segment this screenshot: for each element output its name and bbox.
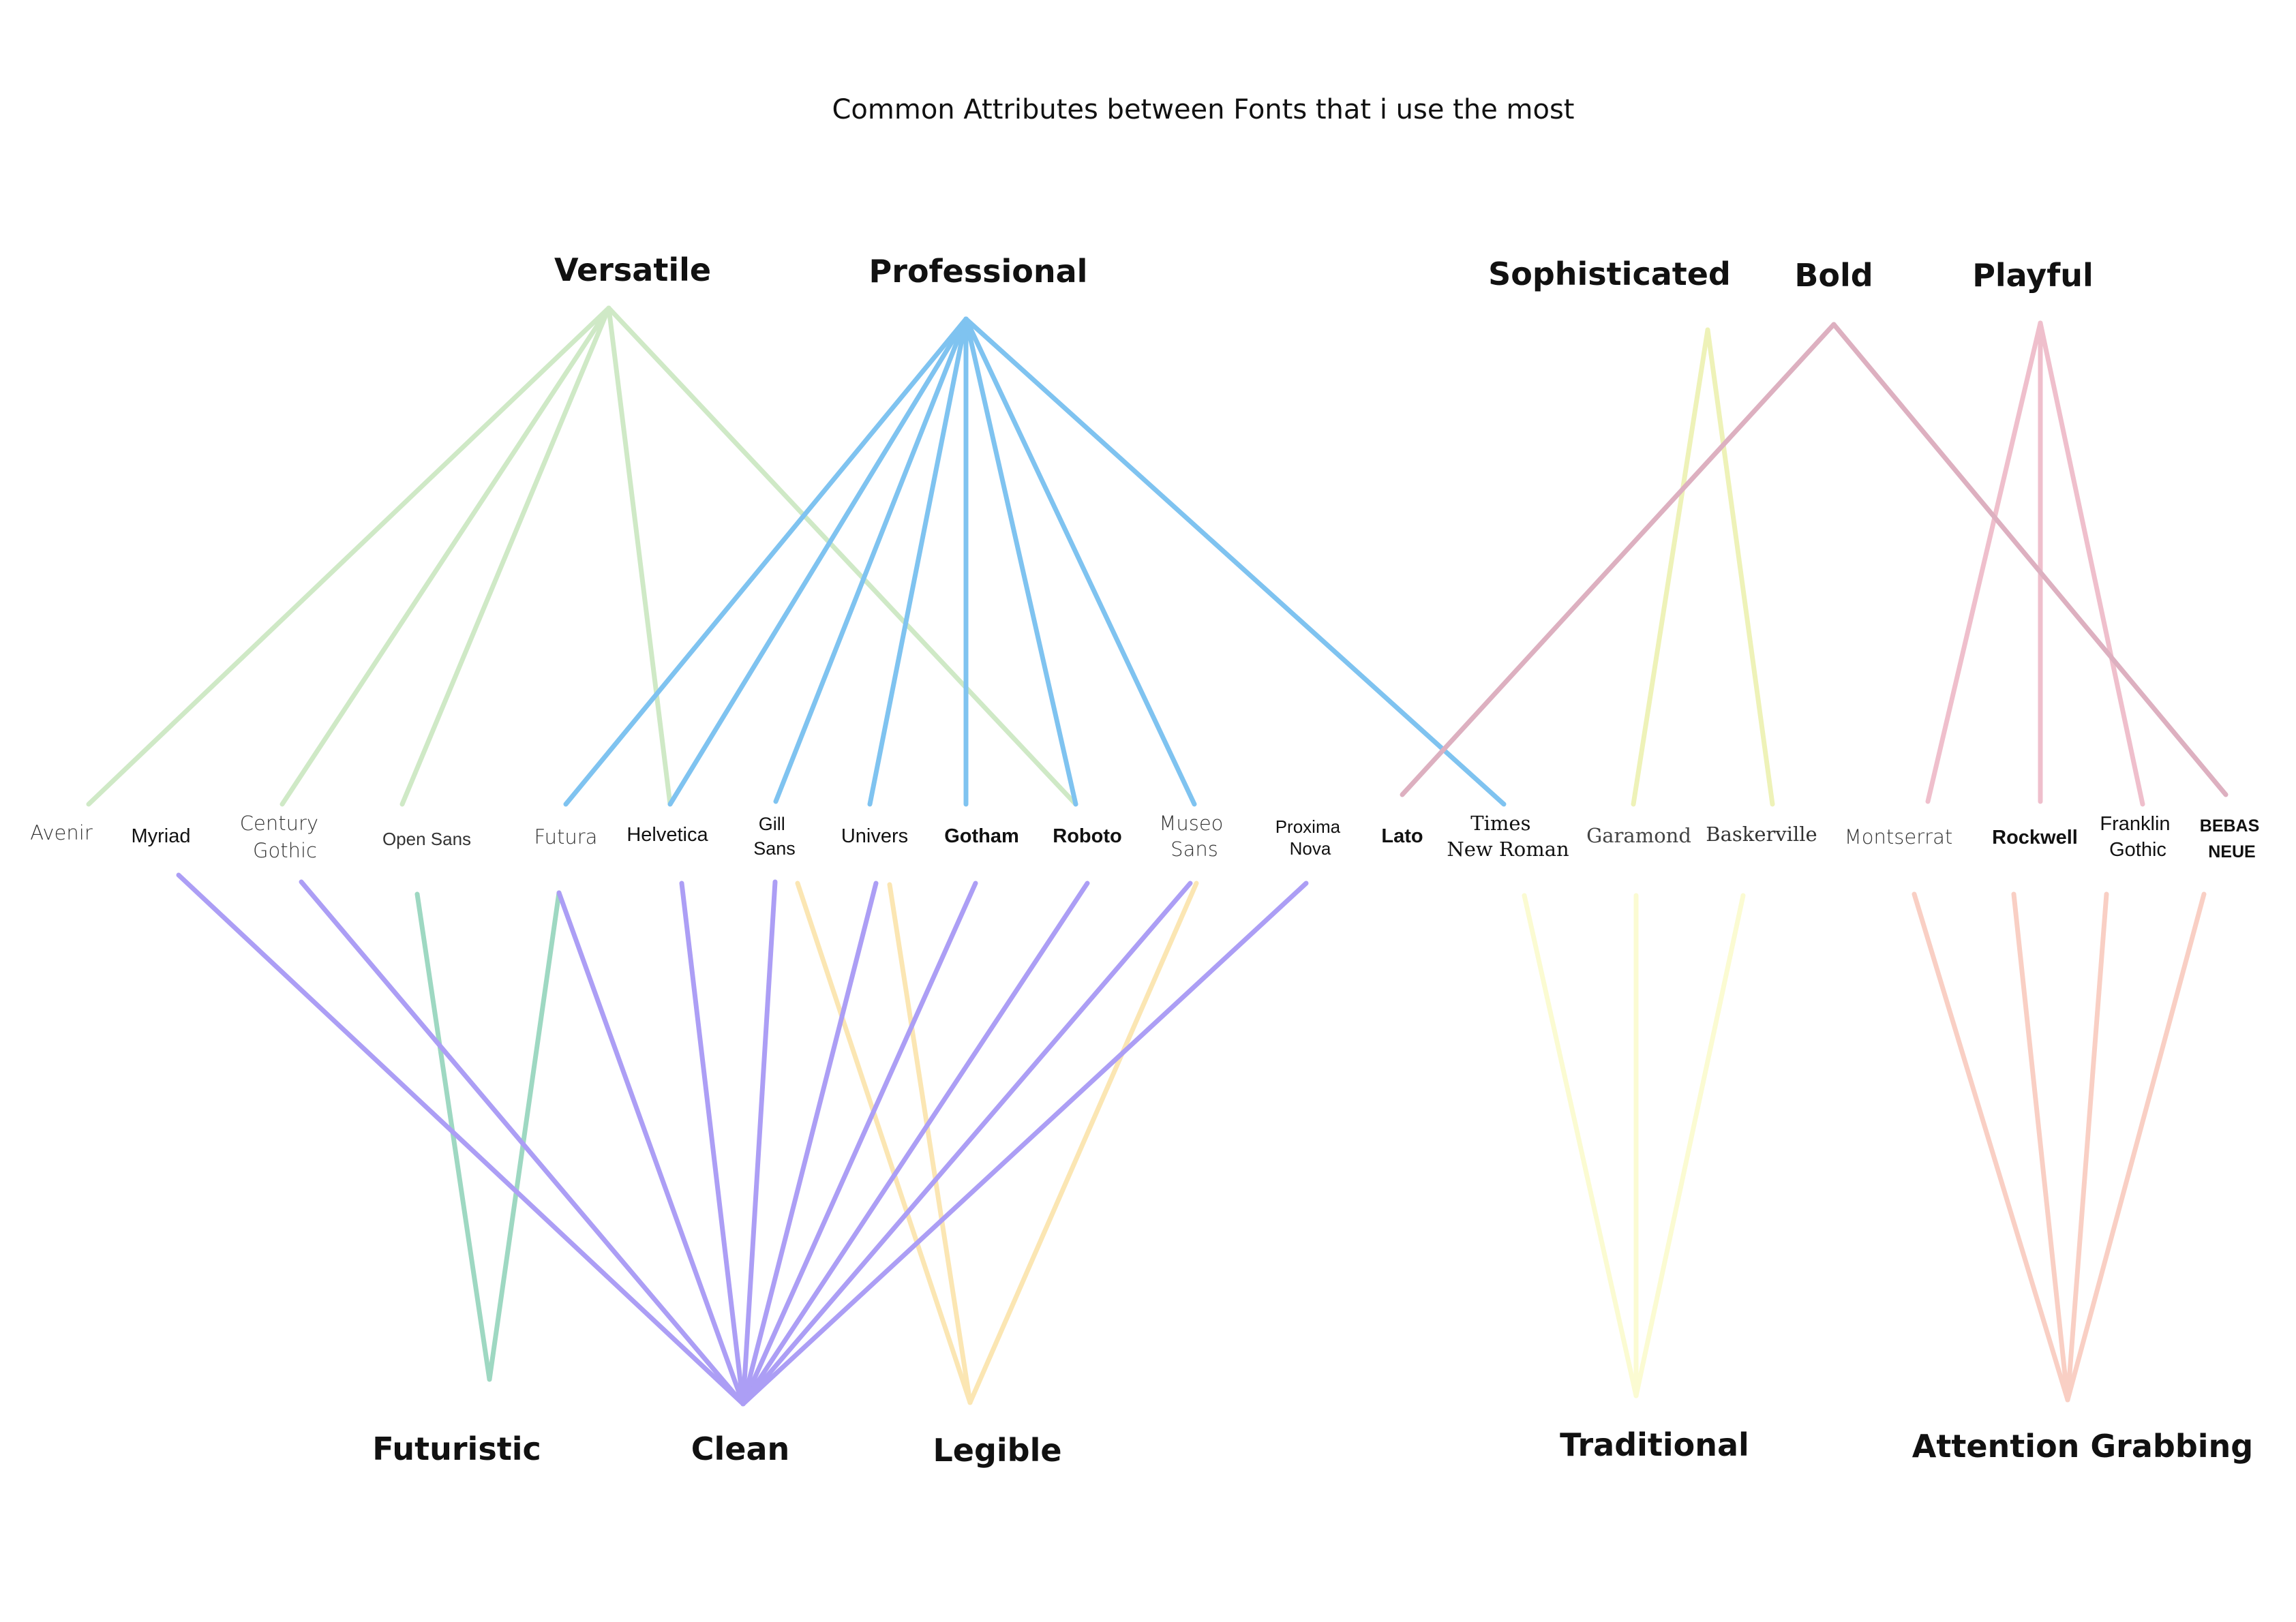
link-clean-univers [740, 881, 879, 1407]
link-versatile-helvetica [606, 305, 673, 807]
link-professional-museo-sans [963, 316, 1197, 807]
link-futuristic-futura [487, 890, 562, 1382]
attribute-futuristic: Futuristic [372, 1430, 541, 1467]
font-bebas-neue: BEBAS NEUE [2200, 816, 2264, 861]
font-museo-sans: Museo Sans [1159, 812, 1229, 861]
attribute-bold: Bold [1794, 257, 1873, 294]
link-attention-grabbing-franklin-gothic [2065, 891, 2109, 1403]
link-clean-gotham [740, 881, 978, 1407]
font-garamond: Garamond [1586, 824, 1691, 847]
link-versatile-open-sans [399, 305, 611, 807]
link-playful-franklin-gothic [2038, 320, 2145, 807]
link-versatile-century-gothic [280, 305, 611, 807]
link-clean-museo-sans [740, 881, 1193, 1407]
font-montserrat: Montserrat [1845, 825, 1952, 848]
link-sophisticated-baskerville [1705, 327, 1775, 807]
font-avenir: Avenir [30, 821, 93, 844]
font-times-new-roman: Times New Roman [1447, 812, 1569, 861]
font-open-sans: Open Sans [382, 829, 471, 849]
font-univers: Univers [841, 825, 908, 847]
font-gotham: Gotham [944, 825, 1019, 847]
attribute-clean: Clean [691, 1430, 790, 1467]
attribute-attention-grabbing: Attention Grabbing [1912, 1428, 2253, 1465]
attribute-versatile: Versatile [554, 251, 711, 288]
font-proxima-nova: Proxima Nova [1275, 816, 1346, 859]
link-legible-gill-sans [795, 881, 973, 1405]
link-attention-grabbing-bebas-neue [2065, 891, 2207, 1403]
link-professional-helvetica [667, 316, 969, 807]
link-legible-univers [887, 882, 973, 1405]
link-futuristic-open-sans [414, 891, 492, 1382]
link-professional-futura [563, 316, 969, 807]
link-attention-grabbing-rockwell [2011, 891, 2070, 1403]
link-playful-montserrat [1925, 320, 2043, 804]
attribute-playful: Playful [1972, 257, 2094, 294]
link-bold-lato [1400, 322, 1837, 797]
link-clean-myriad [176, 872, 746, 1407]
font-myriad: Myriad [131, 825, 190, 847]
link-versatile-roboto [606, 305, 1078, 807]
font-century-gothic: Century Gothic [240, 812, 325, 862]
attribute-sophisticated: Sophisticated [1488, 256, 1731, 292]
font-baskerville: Baskerville [1706, 823, 1817, 846]
link-professional-roboto [963, 316, 1078, 807]
connection-lines [86, 305, 2229, 1407]
font-rockwell: Rockwell [1992, 827, 2078, 848]
link-clean-futura [556, 890, 746, 1407]
attribute-traditional: Traditional [1560, 1426, 1749, 1463]
link-professional-univers [867, 316, 969, 807]
link-versatile-avenir [86, 305, 611, 807]
link-traditional-baskerville [1633, 893, 1746, 1398]
link-professional-gill-sans [773, 316, 969, 804]
attribute-professional: Professional [869, 253, 1088, 290]
font-franklin-gothic: Franklin Gothic [2100, 813, 2175, 861]
font-roboto: Roboto [1053, 825, 1121, 847]
link-traditional-times-new-roman [1522, 893, 1639, 1398]
link-bold-bebas-neue [1831, 322, 2229, 797]
diagram-title: Common Attributes between Fonts that i u… [832, 94, 1575, 125]
link-clean-helvetica [679, 881, 746, 1407]
font-helvetica: Helvetica [626, 824, 708, 846]
font-gill-sans: Gill Sans [753, 814, 796, 859]
font-futura: Futura [534, 825, 598, 848]
link-attention-grabbing-montserrat [1912, 891, 2070, 1403]
attribute-legible: Legible [933, 1432, 1061, 1469]
link-professional-times-new-roman [963, 316, 1507, 807]
link-clean-century-gothic [299, 879, 746, 1407]
link-sophisticated-garamond [1631, 327, 1710, 807]
link-clean-roboto [740, 881, 1090, 1407]
link-clean-proxima-nova [740, 881, 1309, 1407]
link-legible-museo-sans [967, 881, 1199, 1405]
font-lato: Lato [1381, 825, 1423, 847]
link-clean-gill-sans [740, 879, 778, 1407]
